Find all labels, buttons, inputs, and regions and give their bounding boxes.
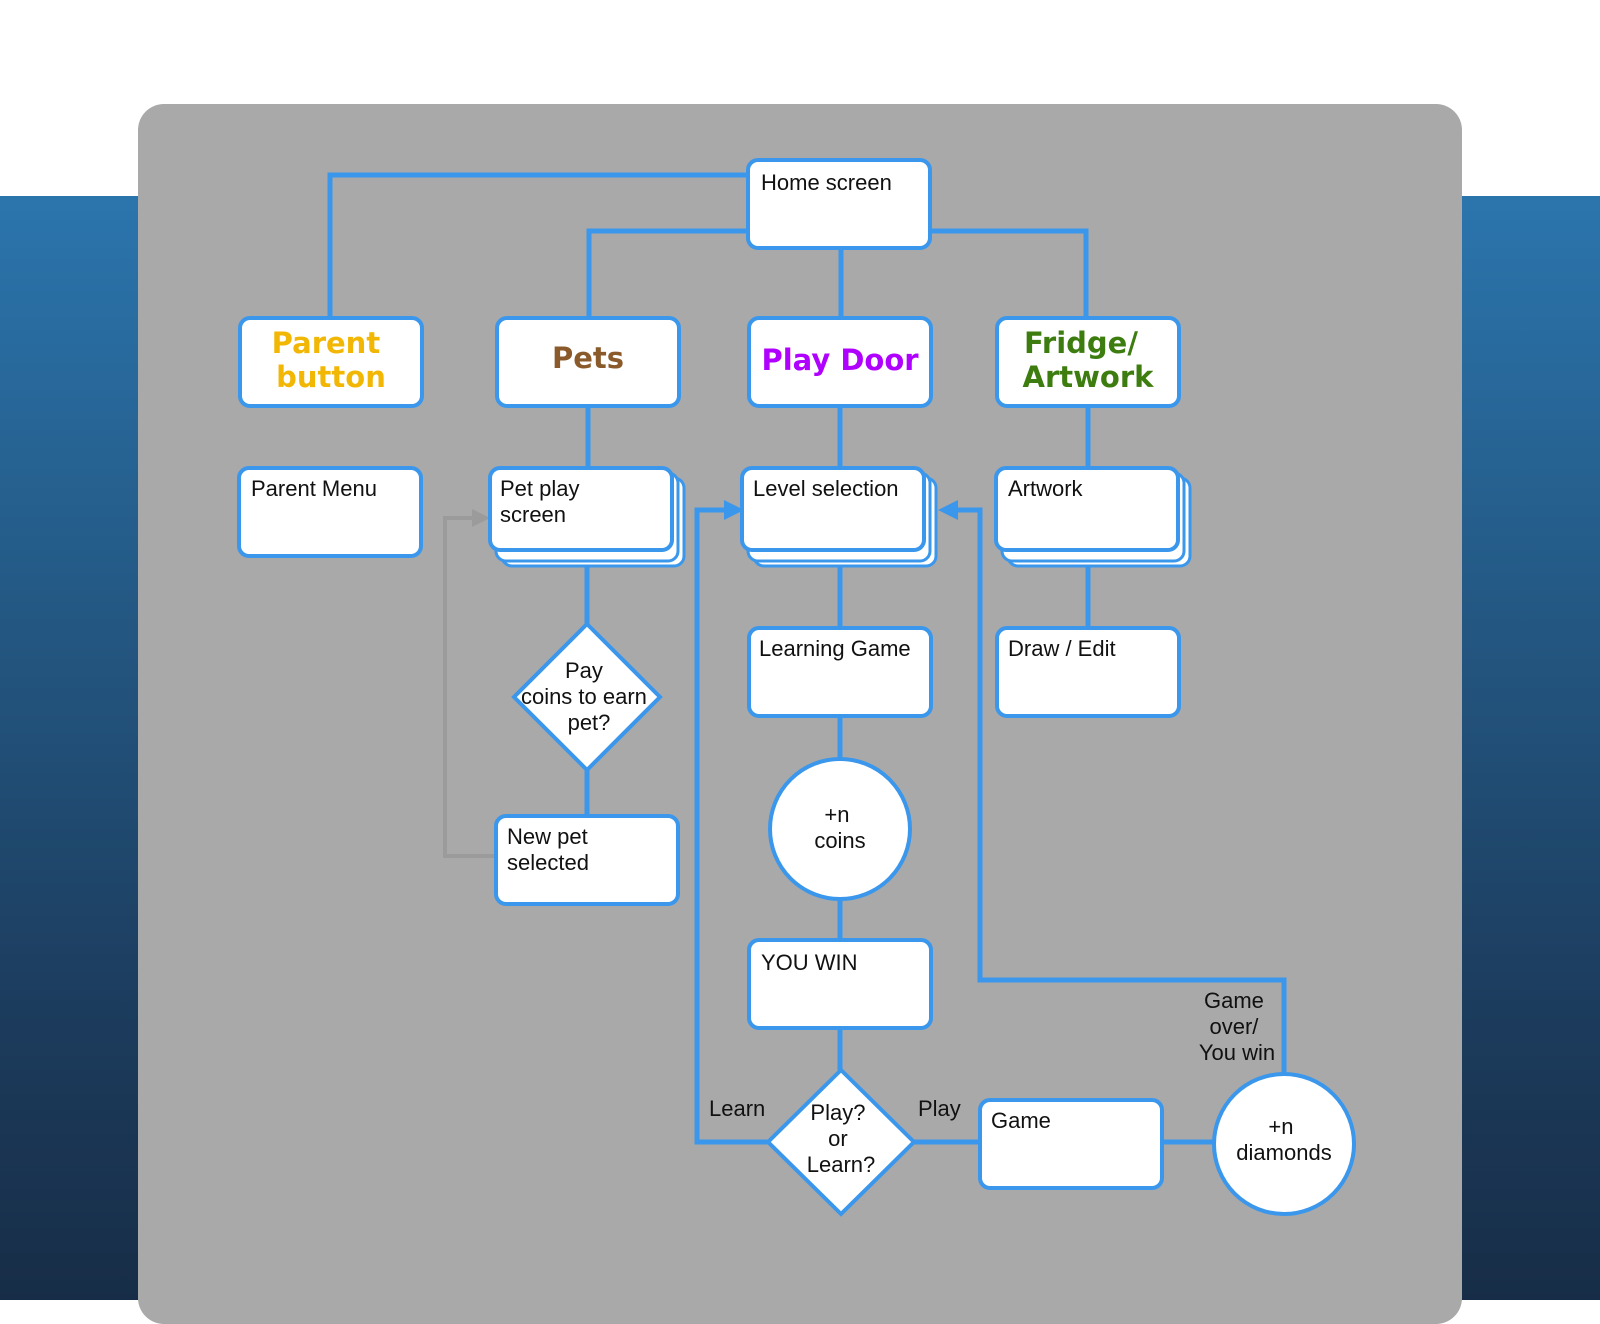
draw-edit-label: Draw / Edit bbox=[1008, 636, 1116, 661]
node-you-win[interactable]: YOU WIN bbox=[747, 938, 933, 1030]
node-play-decision[interactable]: Play? or Learn? bbox=[765, 1067, 917, 1217]
connector-home-parent bbox=[327, 172, 748, 318]
node-fridge-artwork[interactable]: Fridge/ Artwork bbox=[995, 316, 1181, 408]
level-selection-label: Level selection bbox=[753, 476, 899, 501]
you-win-label: YOU WIN bbox=[761, 950, 858, 975]
artwork-label: Artwork bbox=[1008, 476, 1084, 501]
pet-play-screen-label: Pet play screen bbox=[500, 476, 586, 527]
node-learning-game[interactable]: Learning Game bbox=[747, 626, 933, 718]
game-label: Game bbox=[991, 1108, 1051, 1133]
pets-label: Pets bbox=[552, 341, 624, 375]
connector-learn-loop bbox=[694, 507, 768, 1145]
node-play-door[interactable]: Play Door bbox=[747, 316, 933, 408]
node-coins[interactable]: +n coins bbox=[768, 757, 912, 901]
diamonds-label: +n diamonds bbox=[1236, 1114, 1331, 1165]
connectors bbox=[327, 172, 1287, 1145]
connector-home-fridge bbox=[930, 228, 1089, 318]
parent-button-label: Parent button bbox=[272, 326, 391, 394]
node-pay-decision[interactable]: Pay coins to earn pet? bbox=[511, 621, 663, 773]
learning-game-label: Learning Game bbox=[759, 636, 911, 661]
coins-label: +n coins bbox=[814, 802, 865, 853]
connector-home-pets bbox=[586, 228, 748, 318]
node-home-screen[interactable]: Home screen bbox=[746, 158, 932, 250]
edge-label-play: Play bbox=[918, 1096, 961, 1121]
node-pets[interactable]: Pets bbox=[495, 316, 681, 408]
node-parent-button[interactable]: Parent button bbox=[238, 316, 424, 408]
edge-label-learn: Learn bbox=[709, 1096, 765, 1121]
node-pet-play-screen[interactable]: Pet play screen bbox=[488, 466, 686, 568]
node-parent-menu[interactable]: Parent Menu bbox=[237, 466, 423, 558]
node-artwork[interactable]: Artwork bbox=[994, 466, 1192, 568]
connector-gameover-loop bbox=[956, 507, 1287, 1074]
play-decision-label: Play? or Learn? bbox=[807, 1100, 876, 1177]
edge-label-game-over: Game over/ You win bbox=[1199, 988, 1275, 1065]
pay-decision-label: Pay coins to earn pet? bbox=[521, 658, 653, 735]
node-new-pet-selected[interactable]: New pet selected bbox=[494, 814, 680, 906]
arrowhead-learn bbox=[724, 500, 744, 520]
node-diamonds[interactable]: +n diamonds bbox=[1212, 1072, 1356, 1216]
home-screen-label: Home screen bbox=[761, 170, 892, 195]
parent-menu-label: Parent Menu bbox=[251, 476, 377, 501]
node-draw-edit[interactable]: Draw / Edit bbox=[995, 626, 1181, 718]
connector-newpet-loop bbox=[443, 516, 494, 858]
fridge-artwork-label: Fridge/ Artwork bbox=[1023, 326, 1155, 394]
play-door-label: Play Door bbox=[761, 343, 919, 377]
arrowhead-newpet bbox=[472, 509, 490, 527]
new-pet-selected-label: New pet selected bbox=[507, 824, 594, 875]
node-game[interactable]: Game bbox=[978, 1098, 1164, 1190]
node-level-selection[interactable]: Level selection bbox=[740, 466, 938, 568]
arrowhead-gameover bbox=[938, 500, 958, 520]
